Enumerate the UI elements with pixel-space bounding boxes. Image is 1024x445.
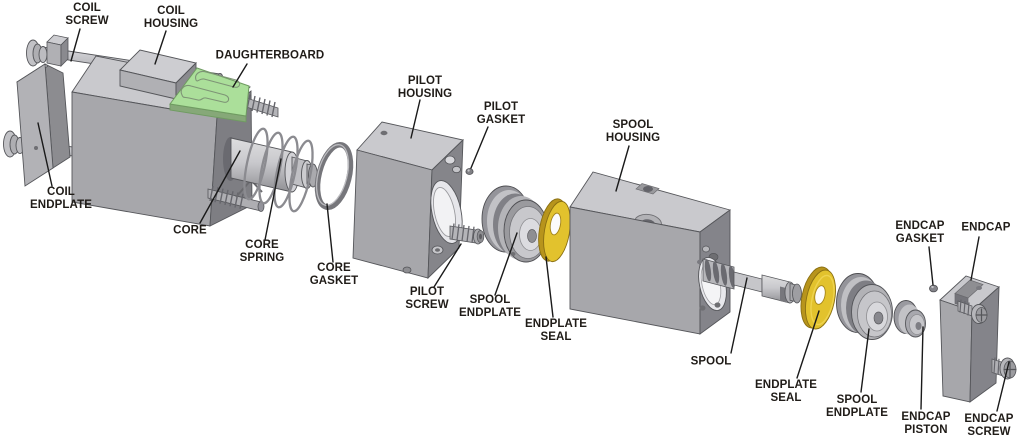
- endcap-notch-screw: [957, 299, 988, 324]
- label-spool-housing: SPOOL HOUSING: [605, 119, 661, 144]
- leader-endcap: [970, 236, 980, 281]
- label-coil-endplate: COIL ENDPLATE: [30, 186, 92, 211]
- daughterboard-trace: [195, 70, 241, 88]
- leader-spool-endplate-right: [860, 328, 870, 393]
- core-spring: [243, 127, 314, 213]
- leader-endcap-screw: [996, 361, 1010, 412]
- pilot-housing: [352, 121, 464, 280]
- leader-coil-screw: [70, 28, 81, 62]
- label-pilot-housing: PILOT HOUSING: [397, 75, 453, 100]
- spool-endplate-right: [836, 273, 893, 340]
- label-endcap-screw: ENDCAP SCREW: [964, 413, 1014, 438]
- label-pilot-gasket: PILOT GASKET: [476, 101, 526, 126]
- endplate-seal-left: [538, 198, 571, 263]
- leader-endplate-seal-left: [545, 256, 554, 318]
- label-endcap-gasket: ENDCAP GASKET: [895, 220, 945, 245]
- leader-core-gasket: [326, 203, 334, 263]
- spool: [702, 258, 802, 304]
- label-spool-endplate-right: SPOOL ENDPLATE: [826, 394, 888, 419]
- leader-coil-housing: [154, 30, 167, 65]
- daughterboard-trace: [180, 85, 230, 103]
- leader-spool-housing: [615, 145, 630, 192]
- label-core-spring: CORE SPRING: [239, 239, 285, 264]
- label-spool-endplate-left: SPOOL ENDPLATE: [459, 294, 521, 319]
- label-coil-housing: COIL HOUSING: [143, 5, 199, 30]
- leader-pilot-gasket: [470, 126, 489, 169]
- leader-pilot-housing: [410, 99, 421, 139]
- leader-core-spring: [264, 158, 282, 241]
- leader-lines: [37, 28, 1010, 412]
- endcap-gasket: [929, 284, 938, 293]
- leader-coil-endplate: [37, 122, 53, 187]
- leader-pilot-screw: [433, 243, 462, 288]
- endcap-piston: [893, 300, 926, 338]
- label-endplate-seal-right: ENDPLATE SEAL: [755, 379, 817, 404]
- endcap: [939, 275, 1000, 403]
- leader-spool: [730, 277, 748, 354]
- label-coil-screw: COIL SCREW: [65, 2, 109, 27]
- label-endcap-piston: ENDCAP PISTON: [901, 411, 951, 436]
- leader-endcap-gasket: [928, 246, 934, 286]
- coil-screw-standoff: [46, 34, 69, 67]
- leader-core: [199, 150, 241, 224]
- label-pilot-screw: PILOT SCREW: [405, 286, 449, 311]
- leader-daughterboard: [232, 63, 248, 88]
- leader-endcap-piston: [920, 326, 924, 410]
- daughterboard: [169, 67, 250, 123]
- label-endcap: ENDCAP: [961, 221, 1011, 234]
- spool-endplate-left: [481, 185, 549, 263]
- label-endplate-seal-left: ENDPLATE SEAL: [525, 318, 587, 343]
- label-core: CORE: [173, 224, 207, 237]
- label-daughterboard: DAUGHTERBOARD: [215, 49, 325, 62]
- label-spool: SPOOL: [690, 355, 732, 368]
- coil-endplate: [16, 63, 71, 187]
- pilot-gasket: [465, 168, 474, 175]
- leader-endplate-seal-right: [796, 310, 820, 379]
- endplate-seal-right: [800, 266, 836, 330]
- label-core-gasket: CORE GASKET: [309, 262, 359, 287]
- spool-housing: [569, 171, 732, 335]
- leader-spool-endplate-left: [494, 232, 518, 296]
- core-gasket: [314, 141, 354, 211]
- pilot-screw: [449, 223, 485, 245]
